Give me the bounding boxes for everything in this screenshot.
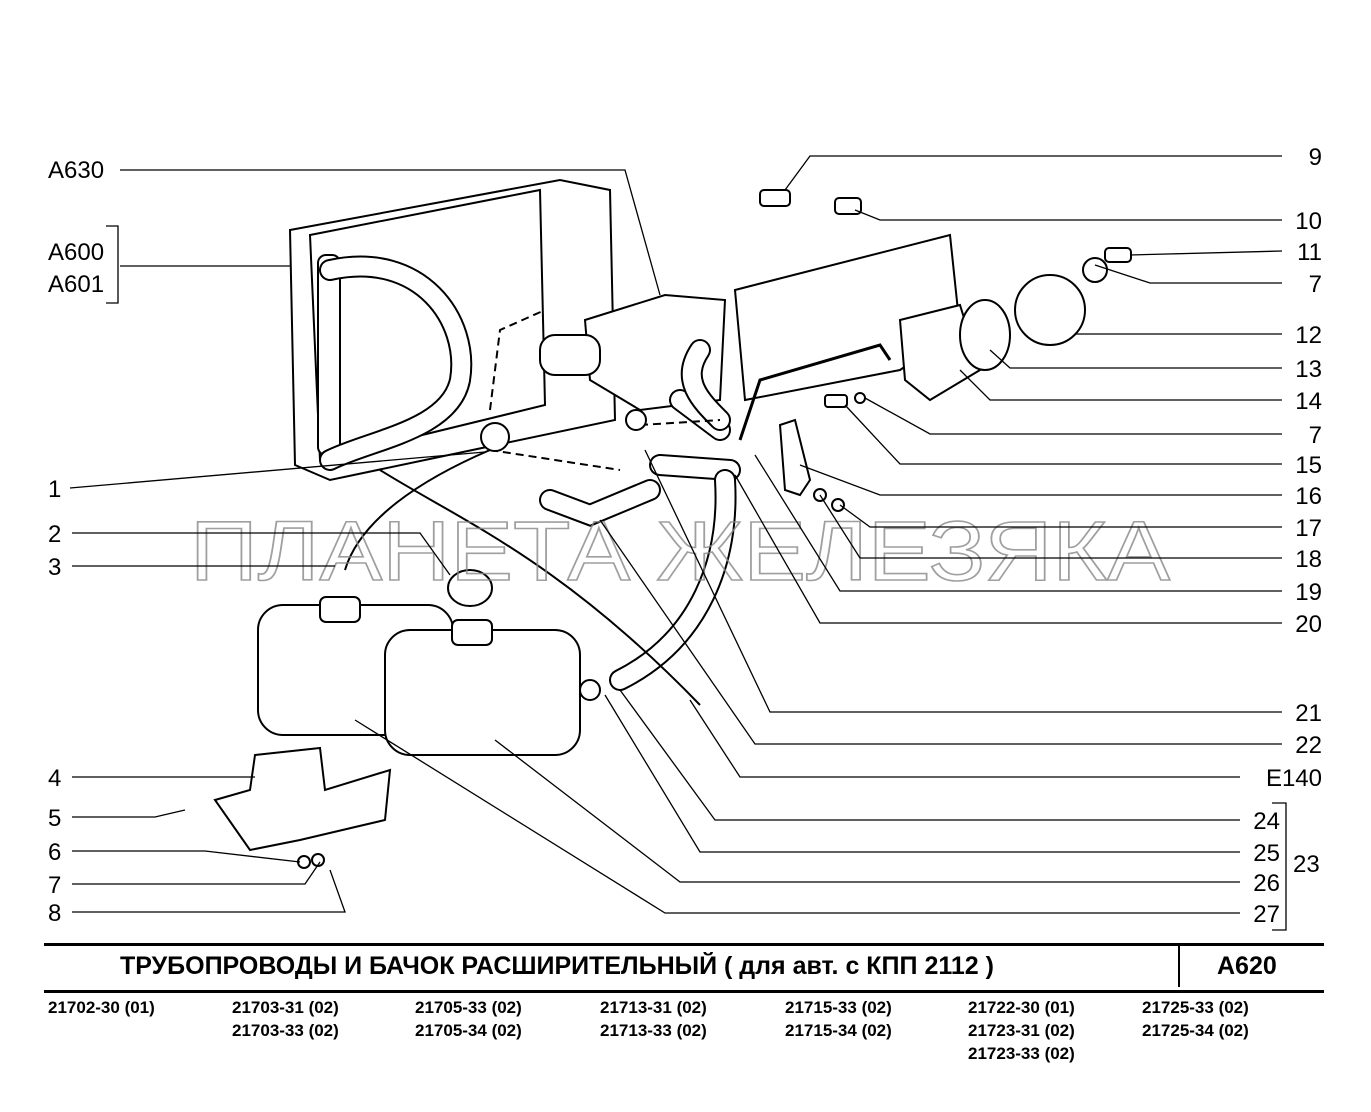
leader-line [120,169,661,296]
leader-line [494,739,1240,883]
callout-19: 19 [1295,579,1322,606]
callout-16: 16 [1295,483,1322,510]
model-code: 21723-33 (02) [968,1044,1075,1063]
leader-line [72,869,346,913]
model-column: 21705-33 (02) 21705-34 (02) [415,996,522,1042]
model-column: 21725-33 (02) 21725-34 (02) [1142,996,1249,1042]
callout-23: 23 [1293,851,1320,878]
callout-2: 2 [48,521,61,548]
callout-9: 9 [1309,144,1322,171]
leader-line [799,464,1282,496]
model-column: 21722-30 (01) 21723-31 (02) 21723-33 (02) [968,996,1075,1065]
leader-line [599,519,1282,745]
leader-line [354,719,1240,914]
tank-bracket [213,746,392,852]
leader-line [839,504,1282,528]
leader-line [1129,250,1283,256]
model-code: 21722-30 (01) [968,998,1075,1017]
model-code: 21705-34 (02) [415,1021,522,1040]
leader-line [72,809,186,818]
callout-26: 26 [1253,870,1280,897]
callout-13: 13 [1295,356,1322,383]
title-block [44,943,1324,993]
callout-21: 21 [1295,700,1322,727]
callout-7: 7 [48,872,61,899]
callout-27: 27 [1253,901,1280,928]
model-code: 21713-31 (02) [600,998,707,1017]
callout-4: 4 [48,765,61,792]
callout-6: 6 [48,839,61,866]
callout-24: 24 [1253,808,1280,835]
callout-a601: A601 [48,271,104,298]
leader-line [734,474,1282,624]
callout-a600: A600 [48,239,104,266]
model-column: 21702-30 (01) [48,996,155,1019]
leader-line [69,451,486,489]
leader-line [784,155,1282,191]
expansion-tanks [257,569,581,756]
watermark: ПЛАНЕТА ЖЕЛЕЗЯКА [190,504,1170,598]
leader-line [619,689,1240,821]
model-code: 21723-31 (02) [968,1021,1075,1040]
model-code: 21715-33 (02) [785,998,892,1017]
callout-25: 25 [1253,840,1280,867]
callout-1: 1 [48,476,61,503]
cylinder-head [733,233,1108,402]
model-column: 21715-33 (02) 21715-34 (02) [785,996,892,1042]
model-code: 21715-34 (02) [785,1021,892,1040]
model-column: 21713-31 (02) 21713-33 (02) [600,996,707,1042]
hoses [319,255,892,706]
leader-line [959,369,1282,401]
diagram-code: A620 [1217,952,1277,980]
model-code: 21725-33 (02) [1142,998,1249,1017]
callout-7: 7 [1309,422,1322,449]
callout-5: 5 [48,805,61,832]
model-code: 21705-33 (02) [415,998,522,1017]
bracket-23 [1272,802,1287,931]
callout-a630: A630 [48,157,104,184]
callout-12: 12 [1295,322,1322,349]
leader-line [689,699,1240,778]
leader-line [819,494,1282,559]
callout-15: 15 [1295,452,1322,479]
callout-7: 7 [1309,271,1322,298]
leader-line [72,861,321,885]
leader-line [1094,264,1282,284]
model-code: 21703-31 (02) [232,998,339,1017]
leader-line [864,397,1282,435]
leader-lines [69,155,1283,914]
callout-14: 14 [1295,388,1322,415]
fasteners [297,189,1132,869]
callout-8: 8 [48,900,61,927]
callout-10: 10 [1295,208,1322,235]
model-code: 21713-33 (02) [600,1021,707,1040]
callout-18: 18 [1295,546,1322,573]
title-separator [1178,946,1180,987]
model-column: 21703-31 (02) 21703-33 (02) [232,996,339,1042]
leader-line [604,694,1240,853]
callout-11: 11 [1297,239,1322,266]
callout-20: 20 [1295,611,1322,638]
callout-3: 3 [48,554,61,581]
leader-line [854,209,1282,221]
model-code: 21703-33 (02) [232,1021,339,1040]
diagram-title: ТРУБОПРОВОДЫ И БАЧОК РАСШИРИТЕЛЬНЫЙ ( дл… [120,952,994,980]
model-code: 21725-34 (02) [1142,1021,1249,1040]
leader-line [754,454,1282,592]
model-code: 21702-30 (01) [48,998,155,1017]
leader-line [72,532,451,576]
bracket-a600-a601 [106,225,119,304]
leader-line [989,349,1282,369]
leader-line [844,404,1282,465]
callout-e140: E140 [1266,765,1322,792]
callout-17: 17 [1295,515,1322,542]
leader-line [72,850,301,863]
callout-22: 22 [1295,732,1322,759]
leader-line [644,449,1282,713]
callout-labels: A630A600A6011234567891011712131471516171… [48,144,1322,928]
